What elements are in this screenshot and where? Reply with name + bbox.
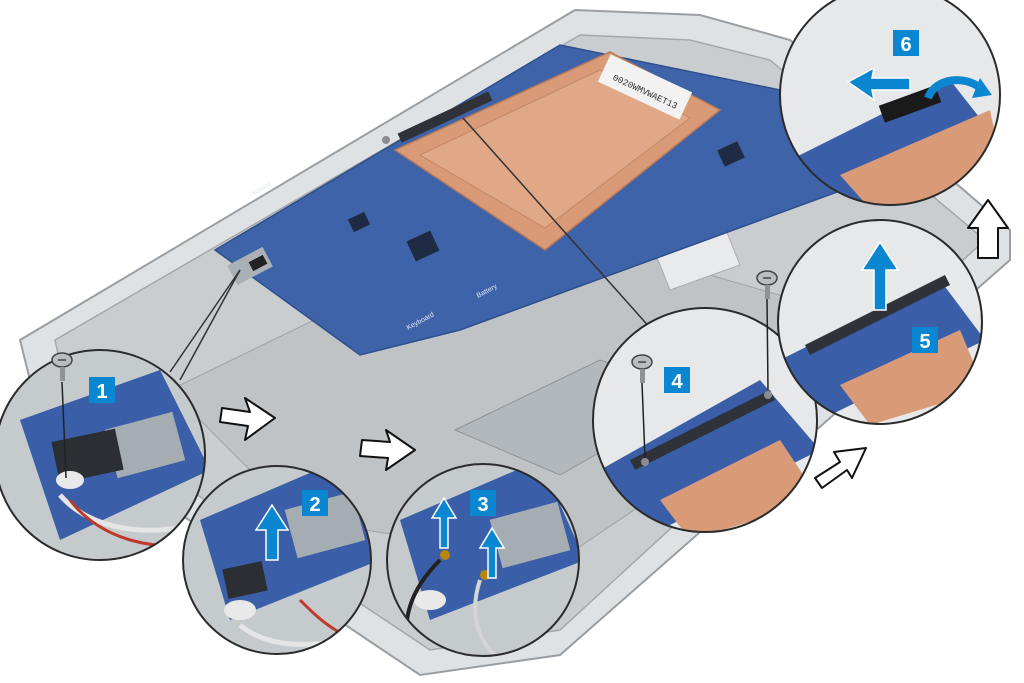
step-number: 6 bbox=[900, 34, 911, 56]
step-badges: 1 2 3 4 5 6 bbox=[89, 30, 938, 516]
screw-path-line bbox=[766, 298, 769, 391]
callout-step-1 bbox=[0, 349, 206, 561]
step-badge-2: 2 bbox=[302, 490, 328, 516]
step-badge-4: 4 bbox=[664, 367, 690, 393]
step-number: 2 bbox=[309, 494, 320, 516]
callout-ring-4 bbox=[592, 307, 818, 533]
step-number: 3 bbox=[477, 494, 488, 516]
chip-1 bbox=[406, 230, 440, 262]
rotate-arrow-icon bbox=[924, 76, 992, 100]
screw-icon bbox=[51, 352, 73, 479]
step-number: 1 bbox=[96, 381, 107, 403]
callout-step-2 bbox=[182, 465, 372, 655]
step-badge-3: 3 bbox=[470, 490, 496, 516]
display-bracket bbox=[397, 91, 493, 143]
next-step-arrow-icon bbox=[814, 447, 867, 489]
leader-lines bbox=[169, 117, 653, 381]
screw-path-line bbox=[61, 381, 67, 479]
slide-arrow-icon bbox=[846, 66, 911, 102]
lift-arrow-icon bbox=[254, 503, 290, 561]
step-badge-5: 5 bbox=[912, 327, 938, 353]
lift-arrow-icon bbox=[860, 240, 900, 311]
next-step-arrows bbox=[219, 199, 1009, 489]
screw-path-line bbox=[641, 382, 646, 459]
wlan-bracket-main bbox=[248, 254, 268, 272]
bracket-screw bbox=[382, 136, 390, 144]
chip-3 bbox=[717, 141, 745, 167]
step-badge-1: 1 bbox=[89, 377, 115, 403]
callout-step-5 bbox=[777, 219, 983, 425]
leader-line-wlan-2 bbox=[179, 269, 241, 381]
callout-ring-3 bbox=[386, 463, 580, 657]
step-number: 4 bbox=[671, 371, 683, 393]
leader-line-wlan bbox=[169, 269, 241, 373]
callout-ring-6 bbox=[779, 0, 1001, 206]
next-step-arrow-icon bbox=[359, 429, 416, 471]
callout-ring-1 bbox=[0, 349, 206, 561]
screw-icon bbox=[756, 270, 778, 391]
callout-step-4 bbox=[592, 270, 818, 533]
step-number: 5 bbox=[919, 331, 930, 353]
chip-2 bbox=[347, 211, 371, 233]
callout-ring-2 bbox=[182, 465, 372, 655]
screw-icon bbox=[631, 354, 653, 459]
step-badge-6: 6 bbox=[893, 30, 919, 56]
next-step-arrow-icon bbox=[219, 397, 276, 441]
callout-ring-5 bbox=[777, 219, 983, 425]
heatsink-shield-plate bbox=[418, 69, 691, 229]
lift-arrow-icon bbox=[430, 496, 506, 579]
leader-line-bracket bbox=[462, 117, 653, 331]
label-sticker bbox=[597, 54, 693, 120]
callout-step-6 bbox=[779, 0, 1001, 206]
next-step-arrow-icon bbox=[967, 199, 1009, 259]
